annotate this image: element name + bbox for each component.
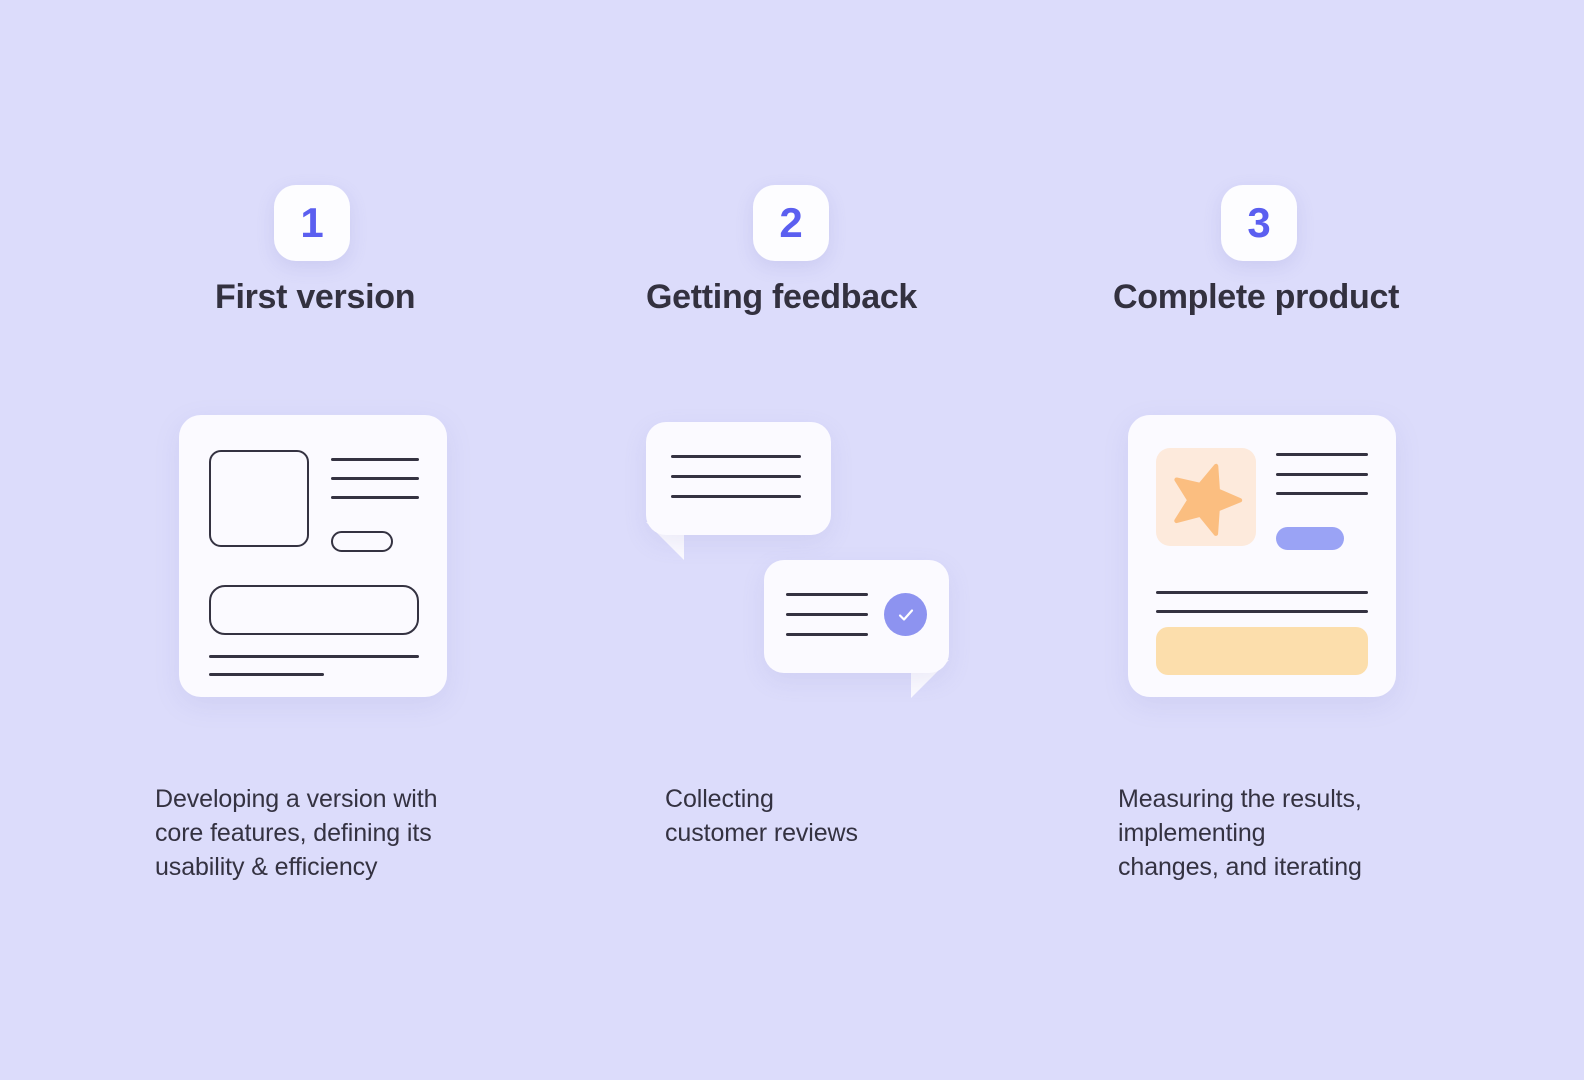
card-text-line	[1276, 492, 1368, 495]
bubble-text-line	[786, 633, 868, 636]
speech-bubble-primary	[646, 422, 831, 535]
wireframe-text-line	[209, 673, 324, 676]
step-title-1: First version	[215, 278, 416, 316]
step-number-badge-1: 1	[274, 185, 350, 261]
card-text-line	[1156, 610, 1368, 613]
step-description-1: Developing a version with core features,…	[155, 785, 438, 881]
step-column-1: 1 First version Developing a version wit…	[155, 0, 575, 1080]
wireframe-text-line	[331, 477, 419, 480]
card-text-line	[1156, 591, 1368, 594]
step-column-2: 2 Getting feedback Colle	[640, 0, 1060, 1080]
wireframe-thumbnail-box	[209, 450, 309, 547]
step-number-2: 2	[779, 199, 803, 246]
card-text-line	[1276, 453, 1368, 456]
step-number-3: 3	[1247, 199, 1271, 246]
star-thumbnail-panel	[1156, 448, 1256, 546]
wireframe-button-outline	[331, 531, 393, 552]
wireframe-text-line	[331, 458, 419, 461]
step-number-badge-3: 3	[1221, 185, 1297, 261]
bubble-text-line	[671, 475, 801, 478]
illustration-speech-bubbles	[640, 412, 970, 712]
step-description-3: Measuring the results, implementing chan…	[1118, 785, 1362, 881]
step-number-1: 1	[300, 199, 324, 246]
bubble-text-line	[671, 495, 801, 498]
bubble-text-line	[786, 593, 868, 596]
wireframe-text-line	[209, 655, 419, 658]
bubble-text-line	[786, 613, 868, 616]
speech-bubble-secondary	[764, 560, 949, 673]
step-column-3: 3 Complete product Measuring the results…	[1110, 0, 1540, 1080]
step-title-3: Complete product	[1113, 278, 1400, 316]
illustration-card-surface-1	[179, 415, 447, 697]
highlight-bar	[1156, 627, 1368, 675]
wireframe-wide-box	[209, 585, 419, 635]
check-icon	[884, 593, 927, 636]
star-icon	[1174, 463, 1243, 536]
primary-action-pill	[1276, 527, 1344, 550]
step-number-badge-2: 2	[753, 185, 829, 261]
check-glyph	[898, 608, 913, 621]
step-description-2: Collecting customer reviews	[665, 785, 858, 847]
card-text-line	[1276, 473, 1368, 476]
step-title-2: Getting feedback	[646, 278, 918, 316]
illustration-finished-card	[1128, 415, 1396, 697]
illustration-wireframe-layout	[179, 415, 447, 697]
bubble-text-line	[671, 455, 801, 458]
wireframe-text-line	[331, 496, 419, 499]
